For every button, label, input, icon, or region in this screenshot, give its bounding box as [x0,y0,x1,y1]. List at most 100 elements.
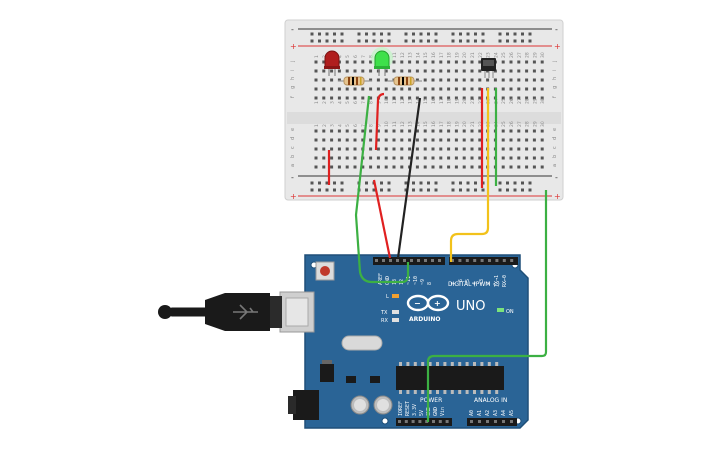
rail-hole [506,188,509,192]
hole-bottom-3-16 [439,156,443,160]
col-number-top: 28 [525,52,531,58]
hole-top-2-7 [369,78,373,82]
rail-hole [434,181,438,185]
chip-pin [428,362,432,366]
power-socket [432,420,435,423]
hole-top-4-1 [322,96,326,100]
hole-top-0-4 [345,60,349,64]
hole-top-1-12 [408,69,412,73]
hole-bottom-0-6 [361,129,365,133]
pin-label-ioref: IOREF [398,401,404,416]
pin-label-rx0: RX←0 [502,275,508,287]
hole-top-1-4 [345,69,349,73]
row-letter-right: e [552,128,558,131]
hole-bottom-0-16 [439,129,443,133]
rail-hole [474,32,477,36]
row-letter-left: c [290,146,296,149]
resistor-1-band-4 [360,77,362,85]
usb-cable-end [158,305,172,319]
power-socket [398,420,401,423]
rail-hole [434,188,438,192]
breadboard[interactable]: 1122334455667788991010111112121313141415… [284,19,564,201]
led-green[interactable] [371,47,393,76]
digital-socket [396,259,399,262]
rail-hole [387,181,391,185]
reset-button-cap[interactable] [320,266,330,276]
col-number-top-lower: 14 [415,98,421,104]
row-letter-right: c [552,146,558,149]
hole-bottom-2-12 [408,147,412,151]
hole-bottom-1-28 [532,138,536,142]
hole-bottom-0-28 [532,129,536,133]
pin-label-gnd-2: GND [433,407,439,416]
rail-hole [434,39,438,43]
hole-bottom-4-10 [392,165,396,169]
hole-top-1-2 [330,69,334,73]
hole-top-4-15 [431,96,435,100]
col-number-bottom: 4 [337,124,343,127]
digital-header-left [373,257,445,265]
pin-label-a5: A5 [509,410,515,416]
dc-power-jack-barrel [288,396,296,414]
analog-socket [470,420,473,423]
led-red[interactable] [324,50,340,76]
power-socket [425,420,429,423]
col-number-top-lower: 13 [408,98,414,104]
hole-bottom-2-29 [540,147,544,151]
rx-led-label: RX [381,318,388,324]
hole-bottom-1-4 [345,138,349,142]
hole-bottom-4-0 [314,165,318,169]
digital-socket [451,259,454,262]
row-letter-left: f [290,96,296,98]
col-number-bottom: 1 [314,124,320,127]
hole-top-3-15 [431,87,435,91]
top-rail-holes [310,32,532,43]
chip-pin [406,362,410,366]
col-number-top-lower: 28 [525,98,531,104]
hole-top-2-18 [454,78,458,82]
hole-bottom-0-12 [408,129,412,133]
arduino-uno-board[interactable]: AREF GND 13 12 ~11 ~10 ~9 8 7 ~6 ~5 4 ~3… [279,254,529,429]
hole-bottom-1-7 [369,138,373,142]
rail-hole [387,32,391,36]
dc-power-jack[interactable] [293,390,319,420]
hole-bottom-0-1 [322,129,326,133]
rail-hole [325,181,329,185]
wire-green-to-5v[interactable] [426,190,548,422]
col-number-top-lower: 17 [439,98,445,104]
small-ic-2 [370,376,380,383]
row-letter-right: g [552,86,558,89]
hole-top-2-24 [501,78,505,82]
hole-bottom-4-25 [509,165,513,169]
col-number-bottom: 22 [478,121,484,127]
chip-pin [421,362,425,366]
chip-pin [473,390,476,394]
wire-yellow-to-pin7[interactable] [449,88,490,262]
rail-hole [481,32,485,36]
hole-bottom-2-27 [525,147,529,151]
sensor-module[interactable] [481,58,496,78]
usb-cable[interactable] [158,293,282,331]
wire-green-to-pin12[interactable] [354,95,410,284]
wire-red-to-pin13[interactable] [372,179,392,259]
rail-hole [412,181,415,185]
col-number-bottom: 13 [408,121,414,127]
col-number-top-lower: 18 [447,98,453,104]
resistor-2[interactable] [388,76,422,86]
pin-label-8: 8 [427,282,433,285]
pin-label-2: 2 [486,282,492,285]
chip-pin [458,390,462,394]
hole-bottom-4-15 [431,165,435,169]
col-number-bottom: 2 [322,124,328,127]
resistor-1[interactable] [338,76,372,86]
hole-top-0-11 [400,60,404,64]
wire-black-gnd[interactable] [396,97,422,259]
wire-red-led-anode[interactable] [374,92,385,151]
hole-bottom-1-0 [314,138,318,142]
chip-pin [480,390,484,394]
col-number-top-lower: 29 [532,98,538,104]
hole-bottom-1-16 [439,138,443,142]
hole-bottom-1-20 [470,138,474,142]
hole-bottom-1-13 [415,138,419,142]
power-header [396,418,452,426]
